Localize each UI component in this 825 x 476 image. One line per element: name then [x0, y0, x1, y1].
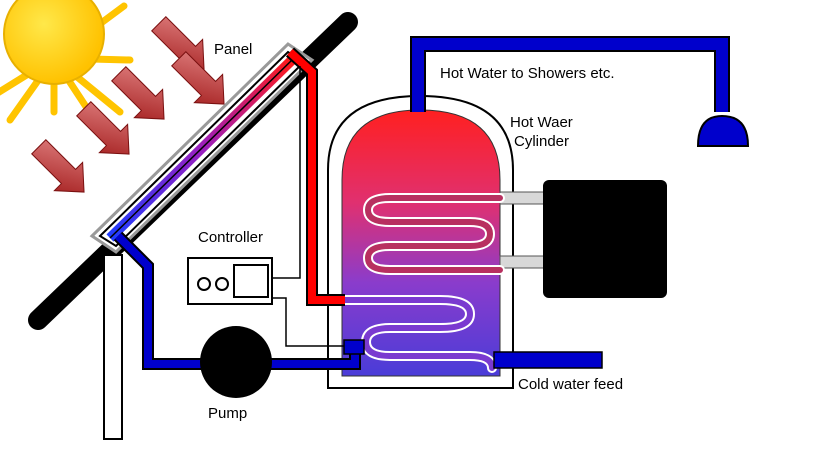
controller-icon	[187, 257, 273, 305]
cold-water-feed-label: Cold water feed	[518, 376, 624, 393]
sunlight-arrow-icon	[111, 66, 165, 120]
sunlight-arrow-icon	[31, 139, 85, 193]
cold-water-feed-pipe	[493, 351, 603, 369]
tank-sensor-wire	[272, 297, 344, 347]
sun-icon	[0, 0, 134, 132]
sunlight-arrow-icon	[171, 51, 225, 105]
immersion-heater	[499, 180, 667, 298]
sunlight-arrows	[31, 16, 225, 193]
cylinder-label-line1: Hot Waer	[510, 114, 573, 131]
pump-label: Pump	[208, 405, 248, 422]
panel-label: Panel	[214, 41, 253, 58]
pump-icon	[200, 326, 272, 398]
panel-sensor-wire	[272, 66, 301, 279]
shower-head-icon	[696, 114, 750, 147]
panel-support-post	[103, 254, 123, 440]
hot-water-label: Hot Water to Showers etc.	[440, 65, 615, 82]
cylinder-label-line2: Cylinder	[514, 133, 570, 150]
sunlight-arrow-icon	[76, 101, 130, 155]
controller-label: Controller	[198, 229, 264, 246]
